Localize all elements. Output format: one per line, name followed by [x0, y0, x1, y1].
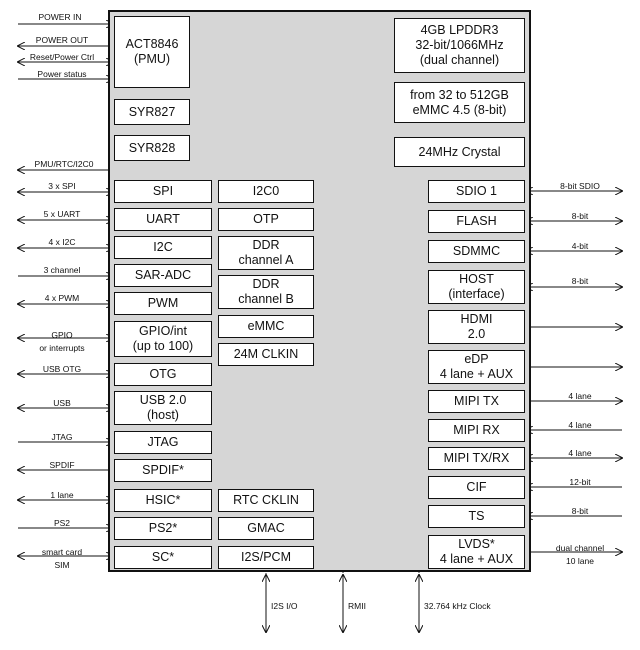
- signal-label-power-out: POWER OUT: [35, 35, 89, 45]
- syr827-block: SYR827: [114, 99, 190, 125]
- mipi-txrx-block: MIPI TX/RX: [428, 447, 525, 470]
- gpio-block: GPIO/int (up to 100): [114, 321, 212, 357]
- rtc-cklin-block: RTC CKLIN: [218, 489, 314, 512]
- otg-block: OTG: [114, 363, 212, 386]
- ddr-channel-a-block: DDR channel A: [218, 236, 314, 270]
- signal-label-gpio-interrupts: or interrupts: [39, 343, 85, 353]
- signal-label-jtag: JTAG: [51, 432, 73, 442]
- hsic-block: HSIC*: [114, 489, 212, 512]
- signal-label-hsic: 1 lane: [50, 490, 74, 500]
- spi-block: SPI: [114, 180, 212, 203]
- emmc-block: eMMC: [218, 315, 314, 338]
- signal-label-sdmmc: 4-bit: [571, 241, 589, 251]
- mipi-tx-block: MIPI TX: [428, 390, 525, 413]
- pwm-block: PWM: [114, 292, 212, 315]
- i2c0-block: I2C0: [218, 180, 314, 203]
- cif-block: CIF: [428, 476, 525, 499]
- crystal-block: 24MHz Crystal: [394, 137, 525, 167]
- signal-label-uart: 5 x UART: [43, 209, 81, 219]
- ps2-block: PS2*: [114, 517, 212, 540]
- signal-label-pwm: 4 x PWM: [44, 293, 80, 303]
- signal-label-flash: 8-bit: [571, 211, 589, 221]
- host-interface-block: HOST (interface): [428, 270, 525, 304]
- sar-adc-block: SAR-ADC: [114, 264, 212, 287]
- lvds-block: LVDS* 4 lane + AUX: [428, 535, 525, 569]
- signal-label-gpio: GPIO: [51, 330, 73, 340]
- signal-label-rmii: RMII: [348, 601, 366, 611]
- signal-label-i2s-io: I2S I/O: [271, 601, 298, 611]
- signal-label-ps2: PS2: [53, 518, 71, 528]
- sdio1-block: SDIO 1: [428, 180, 525, 203]
- gmac-block: GMAC: [218, 517, 314, 540]
- hdmi-block: HDMI 2.0: [428, 310, 525, 344]
- signal-label-lvds: dual channel: [555, 543, 605, 553]
- sdmmc-block: SDMMC: [428, 240, 525, 263]
- signal-label-lvds-lanes: 10 lane: [566, 556, 594, 566]
- signal-label-usb-otg: USB OTG: [42, 364, 82, 374]
- signal-label-smart-card: smart card: [41, 547, 83, 557]
- signal-label-power-in: POWER IN: [38, 12, 82, 22]
- mipi-rx-block: MIPI RX: [428, 419, 525, 442]
- i2s-pcm-block: I2S/PCM: [218, 546, 314, 569]
- signal-label-host: 8-bit: [571, 276, 589, 286]
- signal-label-32k-clock: 32.764 kHz Clock: [424, 601, 491, 611]
- signal-label-sim: SIM: [54, 560, 70, 570]
- syr828-block: SYR828: [114, 135, 190, 161]
- signal-label-ts: 8-bit: [571, 506, 589, 516]
- signal-label-usb: USB: [53, 398, 71, 408]
- signal-label-cif: 12-bit: [569, 477, 591, 487]
- jtag-block: JTAG: [114, 431, 212, 454]
- signal-label-i2c: 4 x I2C: [48, 237, 76, 247]
- signal-label-spi: 3 x SPI: [48, 181, 76, 191]
- 24m-clkin-block: 24M CLKIN: [218, 343, 314, 366]
- signal-label-mipi-rx: 4 lane: [568, 420, 592, 430]
- spdif-block: SPDIF*: [114, 459, 212, 482]
- pmu-block: ACT8846 (PMU): [114, 16, 190, 88]
- ddr-channel-b-block: DDR channel B: [218, 275, 314, 309]
- i2c-block: I2C: [114, 236, 212, 259]
- ts-block: TS: [428, 505, 525, 528]
- otp-block: OTP: [218, 208, 314, 231]
- signal-label-reset-power-ctrl: Reset/Power Ctrl: [29, 52, 95, 62]
- signal-label-mipi-tx: 4 lane: [568, 391, 592, 401]
- sc-block: SC*: [114, 546, 212, 569]
- edp-block: eDP 4 lane + AUX: [428, 350, 525, 384]
- signal-label-spdif: SPDIF: [49, 460, 75, 470]
- flash-block: FLASH: [428, 210, 525, 233]
- signal-label-pmu-rtc-i2c0: PMU/RTC/I2C0: [34, 159, 94, 169]
- signal-label-power-status: Power status: [37, 69, 87, 79]
- signal-label-sdio: 8-bit SDIO: [560, 181, 600, 191]
- signal-label-sar-adc: 3 channel: [43, 265, 81, 275]
- lpddr3-block: 4GB LPDDR3 32-bit/1066MHz (dual channel): [394, 18, 525, 73]
- uart-block: UART: [114, 208, 212, 231]
- signal-label-mipi-txrx: 4 lane: [568, 448, 592, 458]
- emmc-chip-block: from 32 to 512GB eMMC 4.5 (8-bit): [394, 82, 525, 123]
- usb-host-block: USB 2.0 (host): [114, 391, 212, 425]
